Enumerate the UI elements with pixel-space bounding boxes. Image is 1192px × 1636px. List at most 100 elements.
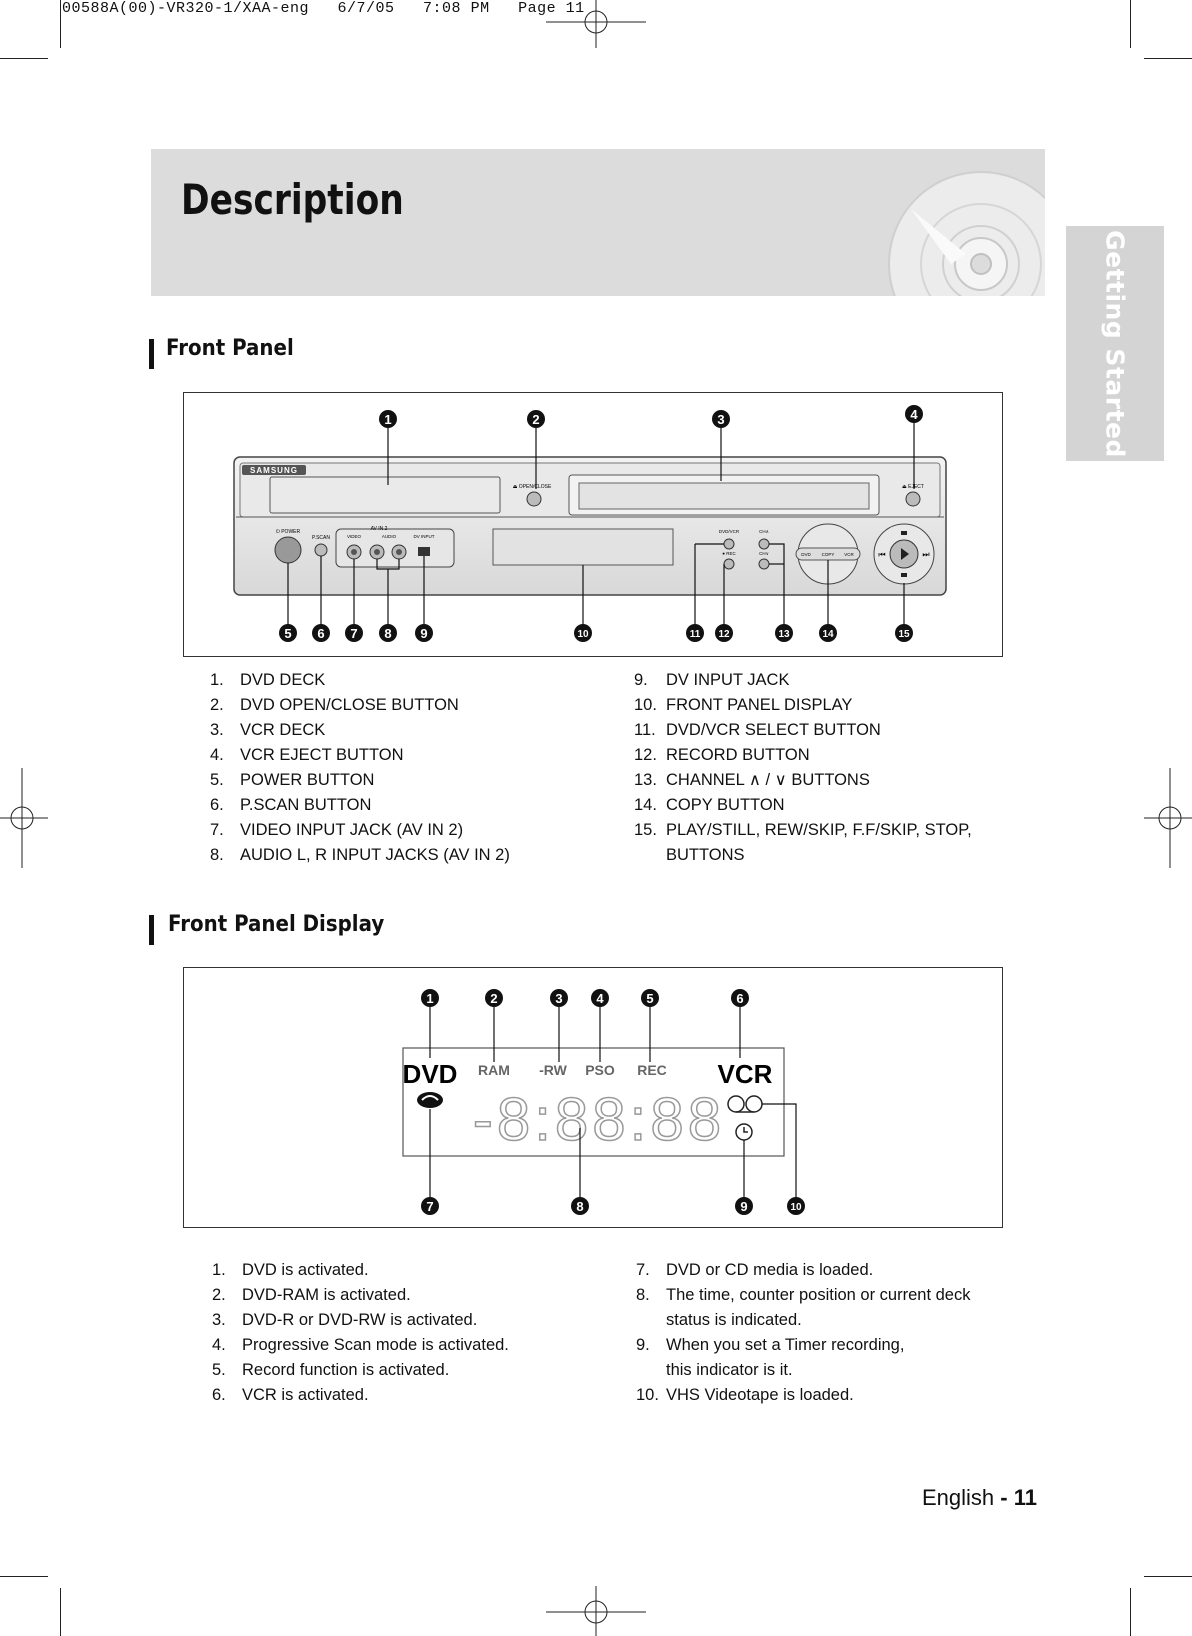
list-item: 13.CHANNEL ∧ / ∨ BUTTONS	[634, 771, 870, 789]
video-label: VIDEO	[347, 534, 362, 539]
section-tab: Getting Started	[1066, 226, 1164, 461]
callout-5: 5	[279, 624, 297, 642]
list-item: 2.DVD OPEN/CLOSE BUTTON	[210, 696, 459, 714]
audio-label: AUDIO	[382, 534, 397, 539]
display-list-left: 1.DVD is activated. 2.DVD-RAM is activat…	[212, 1258, 509, 1408]
list-item: 6.VCR is activated.	[212, 1386, 369, 1404]
crop-mark	[60, 1588, 61, 1636]
svg-text:2: 2	[532, 412, 539, 427]
front-panel-display-heading: Front Panel Display	[168, 912, 385, 937]
crop-mark	[0, 1576, 48, 1577]
dial-copy-label: COPY	[822, 552, 835, 557]
front-panel-figure: SAMSUNG ⏏ OPEN/CLOSE ⏏ EJECT ⏻ POWER P.S…	[183, 392, 1003, 657]
list-item: 11.DVD/VCR SELECT BUTTON	[634, 721, 881, 739]
list-item: 12.RECORD BUTTON	[634, 746, 810, 764]
list-item: 3.VCR DECK	[210, 721, 326, 739]
callout-2: 2	[527, 410, 545, 428]
svg-text:7: 7	[350, 626, 357, 641]
list-item: 9.When you set a Timer recording,	[636, 1336, 905, 1354]
list-item: 8.The time, counter position or current …	[636, 1286, 971, 1304]
callout-10: 10	[787, 1197, 805, 1215]
list-item: 4.VCR EJECT BUTTON	[210, 746, 404, 764]
list-item: 1.DVD DECK	[210, 671, 326, 689]
list-item: this indicator is it.	[666, 1361, 793, 1379]
svg-text:10: 10	[790, 1202, 802, 1213]
segment-display: -8:88:88	[473, 1086, 725, 1153]
list-item: 10.VHS Videotape is loaded.	[636, 1386, 854, 1404]
list-item: 8.AUDIO L, R INPUT JACKS (AV IN 2)	[210, 846, 510, 864]
rw-indicator: -RW	[539, 1062, 568, 1078]
list-item: 2.DVD-RAM is activated.	[212, 1286, 411, 1304]
callout-15: 15	[895, 624, 913, 642]
front-panel-list-left: 1.DVD DECK 2.DVD OPEN/CLOSE BUTTON 3.VCR…	[210, 668, 510, 868]
page-number: 11	[1013, 1485, 1037, 1510]
list-item: 15.PLAY/STILL, REW/SKIP, F.F/SKIP, STOP,	[634, 821, 972, 839]
heading-bar	[149, 915, 154, 945]
dv-input-label: DV INPUT	[413, 534, 434, 539]
svg-text:9: 9	[420, 626, 427, 641]
callout-8: 8	[379, 624, 397, 642]
callout-1: 1	[421, 989, 439, 1007]
callout-3: 3	[550, 989, 568, 1007]
list-item: 9.DV INPUT JACK	[634, 671, 790, 689]
page-footer: English - 11	[922, 1485, 1037, 1511]
svg-text:6: 6	[317, 626, 324, 641]
svg-text:3: 3	[555, 991, 562, 1006]
list-item: 4.Progressive Scan mode is activated.	[212, 1336, 509, 1354]
svg-text:6: 6	[736, 991, 743, 1006]
list-item: 5.POWER BUTTON	[210, 771, 375, 789]
footer-separator: -	[994, 1485, 1014, 1510]
dial-dvd-label: DVD	[801, 552, 811, 557]
svg-text:⏭: ⏭	[922, 550, 929, 559]
svg-text:13: 13	[778, 629, 790, 640]
front-panel-illustration: SAMSUNG ⏏ OPEN/CLOSE ⏏ EJECT ⏻ POWER P.S…	[233, 405, 947, 642]
front-panel-display-figure: DVD RAM -RW PSO REC VCR -8:88:88 1 2 3 4…	[183, 967, 1003, 1228]
brand-logo: SAMSUNG	[250, 466, 298, 475]
svg-text:1: 1	[426, 991, 433, 1006]
display-list-right: 7.DVD or CD media is loaded. 8.The time,…	[636, 1258, 970, 1408]
front-panel-heading: Front Panel	[166, 336, 294, 361]
callout-9: 9	[735, 1197, 753, 1215]
list-item: 5.Record function is activated.	[212, 1361, 450, 1379]
callout-4: 4	[591, 989, 609, 1007]
crop-mark	[1144, 1576, 1192, 1577]
power-label: ⏻ POWER	[276, 529, 301, 535]
eject-label: ⏏ EJECT	[902, 484, 924, 490]
callout-7: 7	[345, 624, 363, 642]
ram-indicator: RAM	[478, 1062, 510, 1078]
crop-mark	[60, 0, 61, 48]
svg-text:5: 5	[646, 991, 653, 1006]
callout-12: 12	[715, 624, 733, 642]
svg-text:⏮: ⏮	[878, 550, 885, 559]
front-panel-list-right: 9.DV INPUT JACK 10.FRONT PANEL DISPLAY 1…	[634, 668, 972, 868]
svg-text:2: 2	[490, 991, 497, 1006]
page-title: Description	[181, 175, 404, 224]
svg-text:8: 8	[384, 626, 391, 641]
list-item: 1.DVD is activated.	[212, 1261, 369, 1279]
disc-loaded-icon	[417, 1092, 443, 1108]
svg-text:4: 4	[596, 991, 604, 1006]
callout-3: 3	[712, 410, 730, 428]
heading-bar	[149, 339, 154, 369]
list-item: 3.DVD-R or DVD-RW is activated.	[212, 1311, 478, 1329]
callout-2: 2	[485, 989, 503, 1007]
svg-text:5: 5	[284, 626, 291, 641]
ch-down-label: CH∨	[759, 551, 769, 556]
vcr-indicator: VCR	[718, 1059, 773, 1089]
callout-6: 6	[731, 989, 749, 1007]
svg-text:7: 7	[426, 1199, 433, 1214]
list-item: 14.COPY BUTTON	[634, 796, 785, 814]
svg-text:3: 3	[717, 412, 724, 427]
section-tab-label: Getting Started	[1100, 229, 1130, 458]
list-item: 7.VIDEO INPUT JACK (AV IN 2)	[210, 821, 464, 839]
footer-language: English	[922, 1485, 995, 1510]
svg-text:4: 4	[910, 407, 918, 422]
pso-indicator: PSO	[585, 1062, 615, 1078]
svg-text:8: 8	[576, 1199, 583, 1214]
header-band: Description	[151, 149, 1045, 296]
rec-label: ● REC	[722, 551, 736, 556]
list-item: 10.FRONT PANEL DISPLAY	[634, 696, 853, 714]
callout-9: 9	[415, 624, 433, 642]
dvd-vcr-label: DVD/VCR	[719, 529, 740, 534]
